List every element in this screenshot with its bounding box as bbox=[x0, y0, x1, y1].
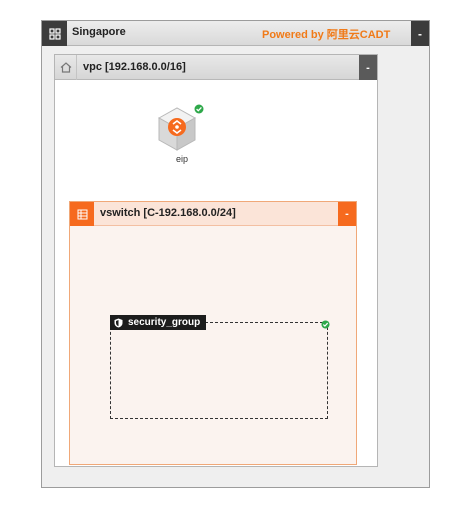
eip-node[interactable]: eip bbox=[155, 104, 209, 165]
security-group-box[interactable]: security_group bbox=[110, 315, 330, 419]
shield-icon bbox=[114, 318, 123, 327]
grid-icon bbox=[42, 21, 67, 46]
vpc-container: vpc [192.168.0.0/16] - eip bbox=[54, 54, 378, 467]
security-group-tag[interactable]: security_group bbox=[110, 315, 207, 330]
vswitch-title: vswitch [C-192.168.0.0/24] bbox=[100, 207, 236, 219]
vpc-header: vpc [192.168.0.0/16] - bbox=[55, 55, 377, 80]
region-title: Singapore bbox=[72, 26, 126, 38]
vswitch-header: vswitch [C-192.168.0.0/24] - bbox=[70, 202, 356, 226]
vswitch-container: vswitch [C-192.168.0.0/24] - security_gr… bbox=[69, 201, 357, 465]
powered-by-label: Powered by 阿里云CADT bbox=[262, 29, 391, 41]
vswitch-collapse-button[interactable]: - bbox=[338, 202, 356, 226]
home-icon bbox=[55, 55, 77, 80]
vpc-collapse-button[interactable]: - bbox=[359, 55, 377, 80]
check-badge-icon bbox=[194, 104, 204, 114]
eip-label: eip bbox=[175, 154, 188, 164]
eip-cube-icon bbox=[157, 107, 197, 151]
check-badge-icon bbox=[321, 320, 330, 329]
region-header: Singapore Powered by 阿里云CADT - bbox=[42, 21, 429, 46]
vpc-title: vpc [192.168.0.0/16] bbox=[83, 61, 186, 73]
region-container: Singapore Powered by 阿里云CADT - vpc [192.… bbox=[41, 20, 430, 488]
switch-icon bbox=[70, 202, 94, 226]
region-collapse-button[interactable]: - bbox=[411, 21, 429, 46]
security-group-title: security_group bbox=[128, 317, 201, 328]
